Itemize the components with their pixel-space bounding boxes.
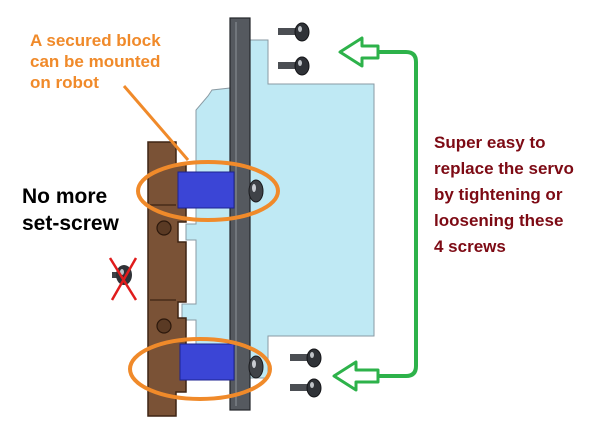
annotation-line: Super easy to — [434, 133, 546, 152]
screw-icon — [248, 355, 264, 379]
block-hole-lower — [156, 318, 172, 334]
annotation-line: A secured block — [30, 31, 161, 50]
annotation-line: replace the servo — [434, 159, 574, 178]
screw-icon — [248, 179, 264, 203]
no-set-screw-annotation: No more set-screw — [22, 183, 119, 237]
callout-ellipse-upper — [136, 160, 280, 222]
screw-icon — [278, 22, 310, 42]
secured-block-annotation: A secured block can be mounted on robot — [30, 30, 161, 93]
spacer-block-upper — [177, 171, 235, 209]
screw-icon — [290, 378, 322, 398]
annotation-line: loosening these — [434, 211, 564, 230]
annotation-line: on robot — [30, 73, 99, 92]
annotation-line: can be mounted — [30, 52, 161, 71]
annotation-line: No more — [22, 185, 108, 208]
annotation-line: 4 screws — [434, 237, 506, 256]
servo-body — [181, 39, 375, 379]
replace-servo-annotation: Super easy to replace the servo by tight… — [434, 130, 574, 260]
screw-icon — [278, 56, 310, 76]
double-headed-arrow-icon — [332, 36, 418, 392]
annotation-line: by tightening or — [434, 185, 563, 204]
block-hole-upper — [156, 220, 172, 236]
callout-leader-line — [122, 85, 190, 161]
callout-ellipse-lower — [128, 337, 272, 401]
crossed-out-set-screw-icon — [108, 257, 138, 301]
annotation-line: set-screw — [22, 212, 119, 235]
screw-icon — [290, 348, 322, 368]
spacer-block-lower — [179, 343, 235, 381]
